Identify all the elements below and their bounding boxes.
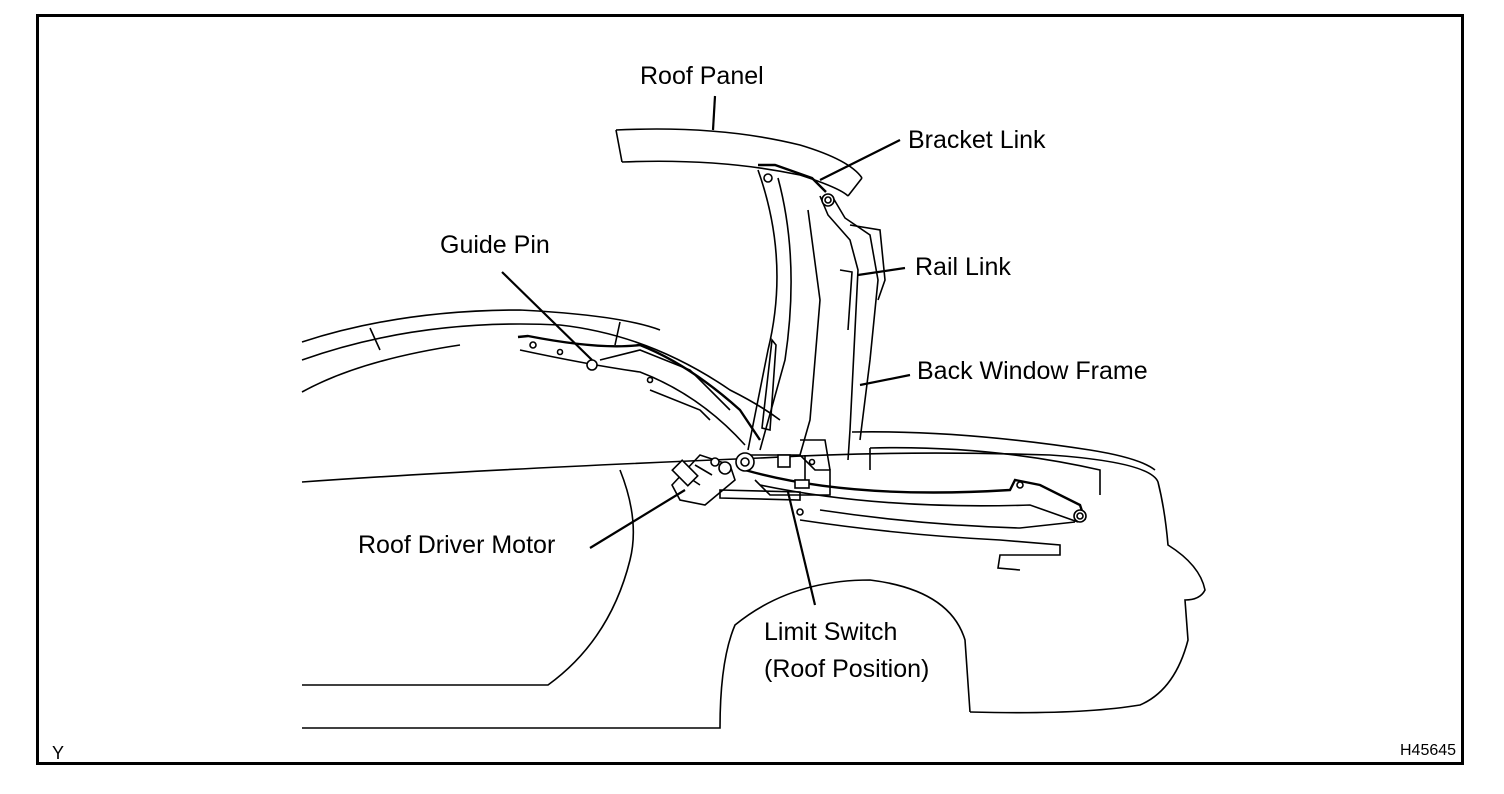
rear-deck-panel [799, 431, 1156, 571]
leader-lines [501, 95, 911, 606]
bracket-link-arm [747, 163, 835, 451]
label-limit-switch-subtitle: (Roof Position) [764, 655, 930, 683]
label-roof-panel: Roof Panel [640, 62, 764, 90]
label-rail-link: Rail Link [915, 253, 1011, 281]
label-guide-pin: Guide Pin [440, 231, 550, 259]
figure-code: H45645 [1400, 742, 1457, 759]
corner-marker-left: Y [52, 743, 65, 763]
pivot-hinge-assembly [719, 439, 831, 516]
diagram-frame [36, 14, 1464, 765]
label-back-window-frame: Back Window Frame [917, 357, 1148, 385]
label-roof-driver-motor: Roof Driver Motor [358, 531, 556, 559]
car-body-outline [301, 309, 1206, 729]
guide-pin-rail [517, 334, 761, 446]
rear-deck-link [744, 468, 1087, 523]
roof-panel-shape [615, 128, 863, 197]
label-bracket-link: Bracket Link [908, 126, 1046, 154]
roof-driver-motor-shape [671, 454, 736, 506]
back-window-frame-shape [799, 195, 886, 461]
label-limit-switch: Limit Switch [764, 618, 898, 646]
